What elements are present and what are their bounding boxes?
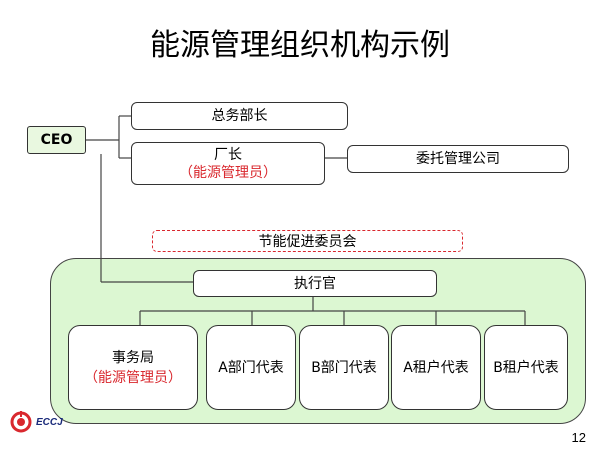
tenant-a-label: A租户代表 [403, 359, 469, 376]
entrusted-company-label: 委托管理公司 [416, 151, 500, 167]
page-number: 12 [571, 430, 586, 445]
dept-a-label: A部门代表 [218, 359, 284, 376]
energy-committee-box: 节能促进委员会 [152, 230, 463, 252]
entrusted-company-box: 委托管理公司 [347, 145, 569, 173]
dept-b-label: B部门代表 [311, 359, 377, 376]
tenant-a-box: A租户代表 [391, 325, 481, 410]
ceo-label: CEO [40, 132, 73, 148]
dept-b-box: B部门代表 [299, 325, 389, 410]
office-box: 事务局 （能源管理员） [68, 325, 198, 410]
factory-head-label: 厂长 [214, 146, 242, 163]
energy-committee-label: 节能促进委员会 [258, 234, 357, 250]
office-energy-manager-label: （能源管理员） [84, 369, 182, 386]
page-title: 能源管理组织机构示例 [150, 28, 450, 63]
eccj-logo-icon [10, 411, 32, 433]
factory-head-box: 厂长 （能源管理员） [131, 142, 325, 185]
factory-energy-manager-label: （能源管理员） [179, 164, 277, 181]
eccj-logo: ECCJ [10, 410, 90, 434]
executive-label: 执行官 [294, 275, 336, 292]
tenant-b-label: B租户代表 [493, 359, 559, 376]
dept-a-box: A部门代表 [206, 325, 296, 410]
executive-box: 执行官 [193, 270, 437, 297]
tenant-b-box: B租户代表 [484, 325, 568, 410]
office-label: 事务局 [112, 349, 154, 366]
eccj-logo-text: ECCJ [36, 416, 63, 428]
general-affairs-box: 总务部长 [131, 102, 348, 130]
general-affairs-label: 总务部长 [211, 108, 268, 124]
ceo-box: CEO [27, 126, 86, 154]
